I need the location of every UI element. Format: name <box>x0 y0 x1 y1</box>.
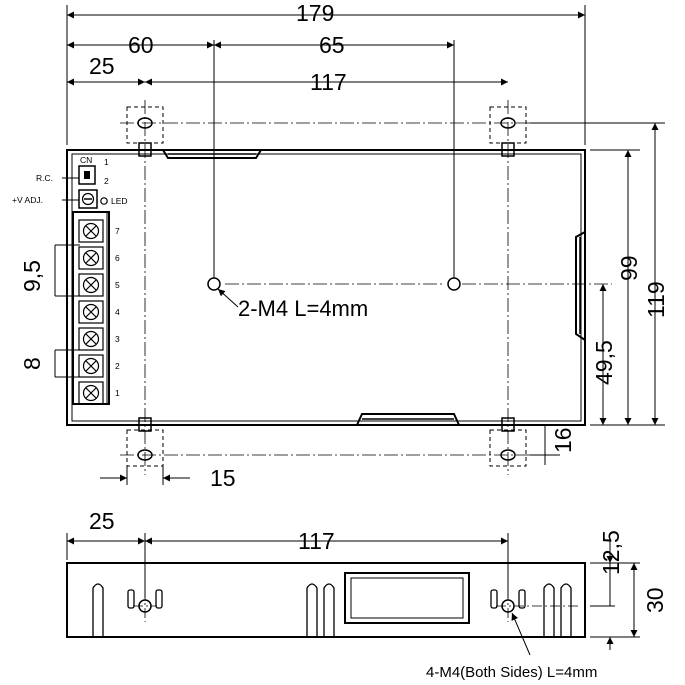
dim-center-49-5: 49,5 <box>591 340 617 385</box>
v-adj-trimmer <box>78 189 98 209</box>
dim-side-offset-25: 25 <box>89 53 115 79</box>
led-indicator <box>100 197 108 205</box>
dim-hole-offset-60: 60 <box>128 32 154 58</box>
dim-terminal-pitch-8: 8 <box>19 357 45 370</box>
label-plate <box>344 572 470 624</box>
dim-terminal-pitch-9-5: 9,5 <box>19 260 45 292</box>
terminal-screws <box>78 219 104 405</box>
dim-height-12-5: 12,5 <box>598 530 624 575</box>
cn-pin1-label: 1 <box>104 157 109 167</box>
terminal-number: 7 <box>115 226 120 236</box>
side-dimension-lines <box>66 533 640 656</box>
dim-hole-spacing-65: 65 <box>319 32 345 58</box>
terminal-numbers: 7 6 5 4 3 2 1 <box>115 226 120 398</box>
terminal-number: 6 <box>115 253 120 263</box>
terminal-number: 2 <box>115 361 120 371</box>
dim-mount-spacing-117: 117 <box>310 69 347 95</box>
dim-overall-width: 119 <box>643 281 669 318</box>
dim-side-offset-25-bottom: 25 <box>89 508 115 534</box>
side-view-body <box>66 562 586 638</box>
rc-label: R.C. <box>36 173 53 183</box>
dim-foot-16: 16 <box>550 427 576 453</box>
top-hole-callout: 2-M4 L=4mm <box>238 296 368 321</box>
m4-hole-left <box>207 277 221 291</box>
cn-connector <box>78 165 96 185</box>
terminal-number: 4 <box>115 307 120 317</box>
cn-label: CN <box>80 155 92 165</box>
terminal-number: 1 <box>115 388 120 398</box>
terminal-number: 3 <box>115 334 120 344</box>
side-hole-callout: 4-M4(Both Sides) L=4mm <box>426 664 597 681</box>
dim-inner-width-99: 99 <box>616 255 642 281</box>
dimension-lines <box>54 5 665 485</box>
top-view <box>62 100 612 475</box>
terminal-number: 5 <box>115 280 120 290</box>
side-view <box>66 562 586 638</box>
cn-pin2-label: 2 <box>104 176 109 186</box>
top-view-body <box>66 149 586 426</box>
v-adj-label: +V ADJ. <box>12 195 43 205</box>
dim-mount-spacing-117-bottom: 117 <box>298 528 335 554</box>
dim-height-30: 30 <box>642 587 668 613</box>
dim-overall-length: 179 <box>296 0 334 26</box>
led-label: LED <box>111 196 128 206</box>
dim-foot-15: 15 <box>210 465 236 491</box>
m4-hole-right <box>447 277 461 291</box>
